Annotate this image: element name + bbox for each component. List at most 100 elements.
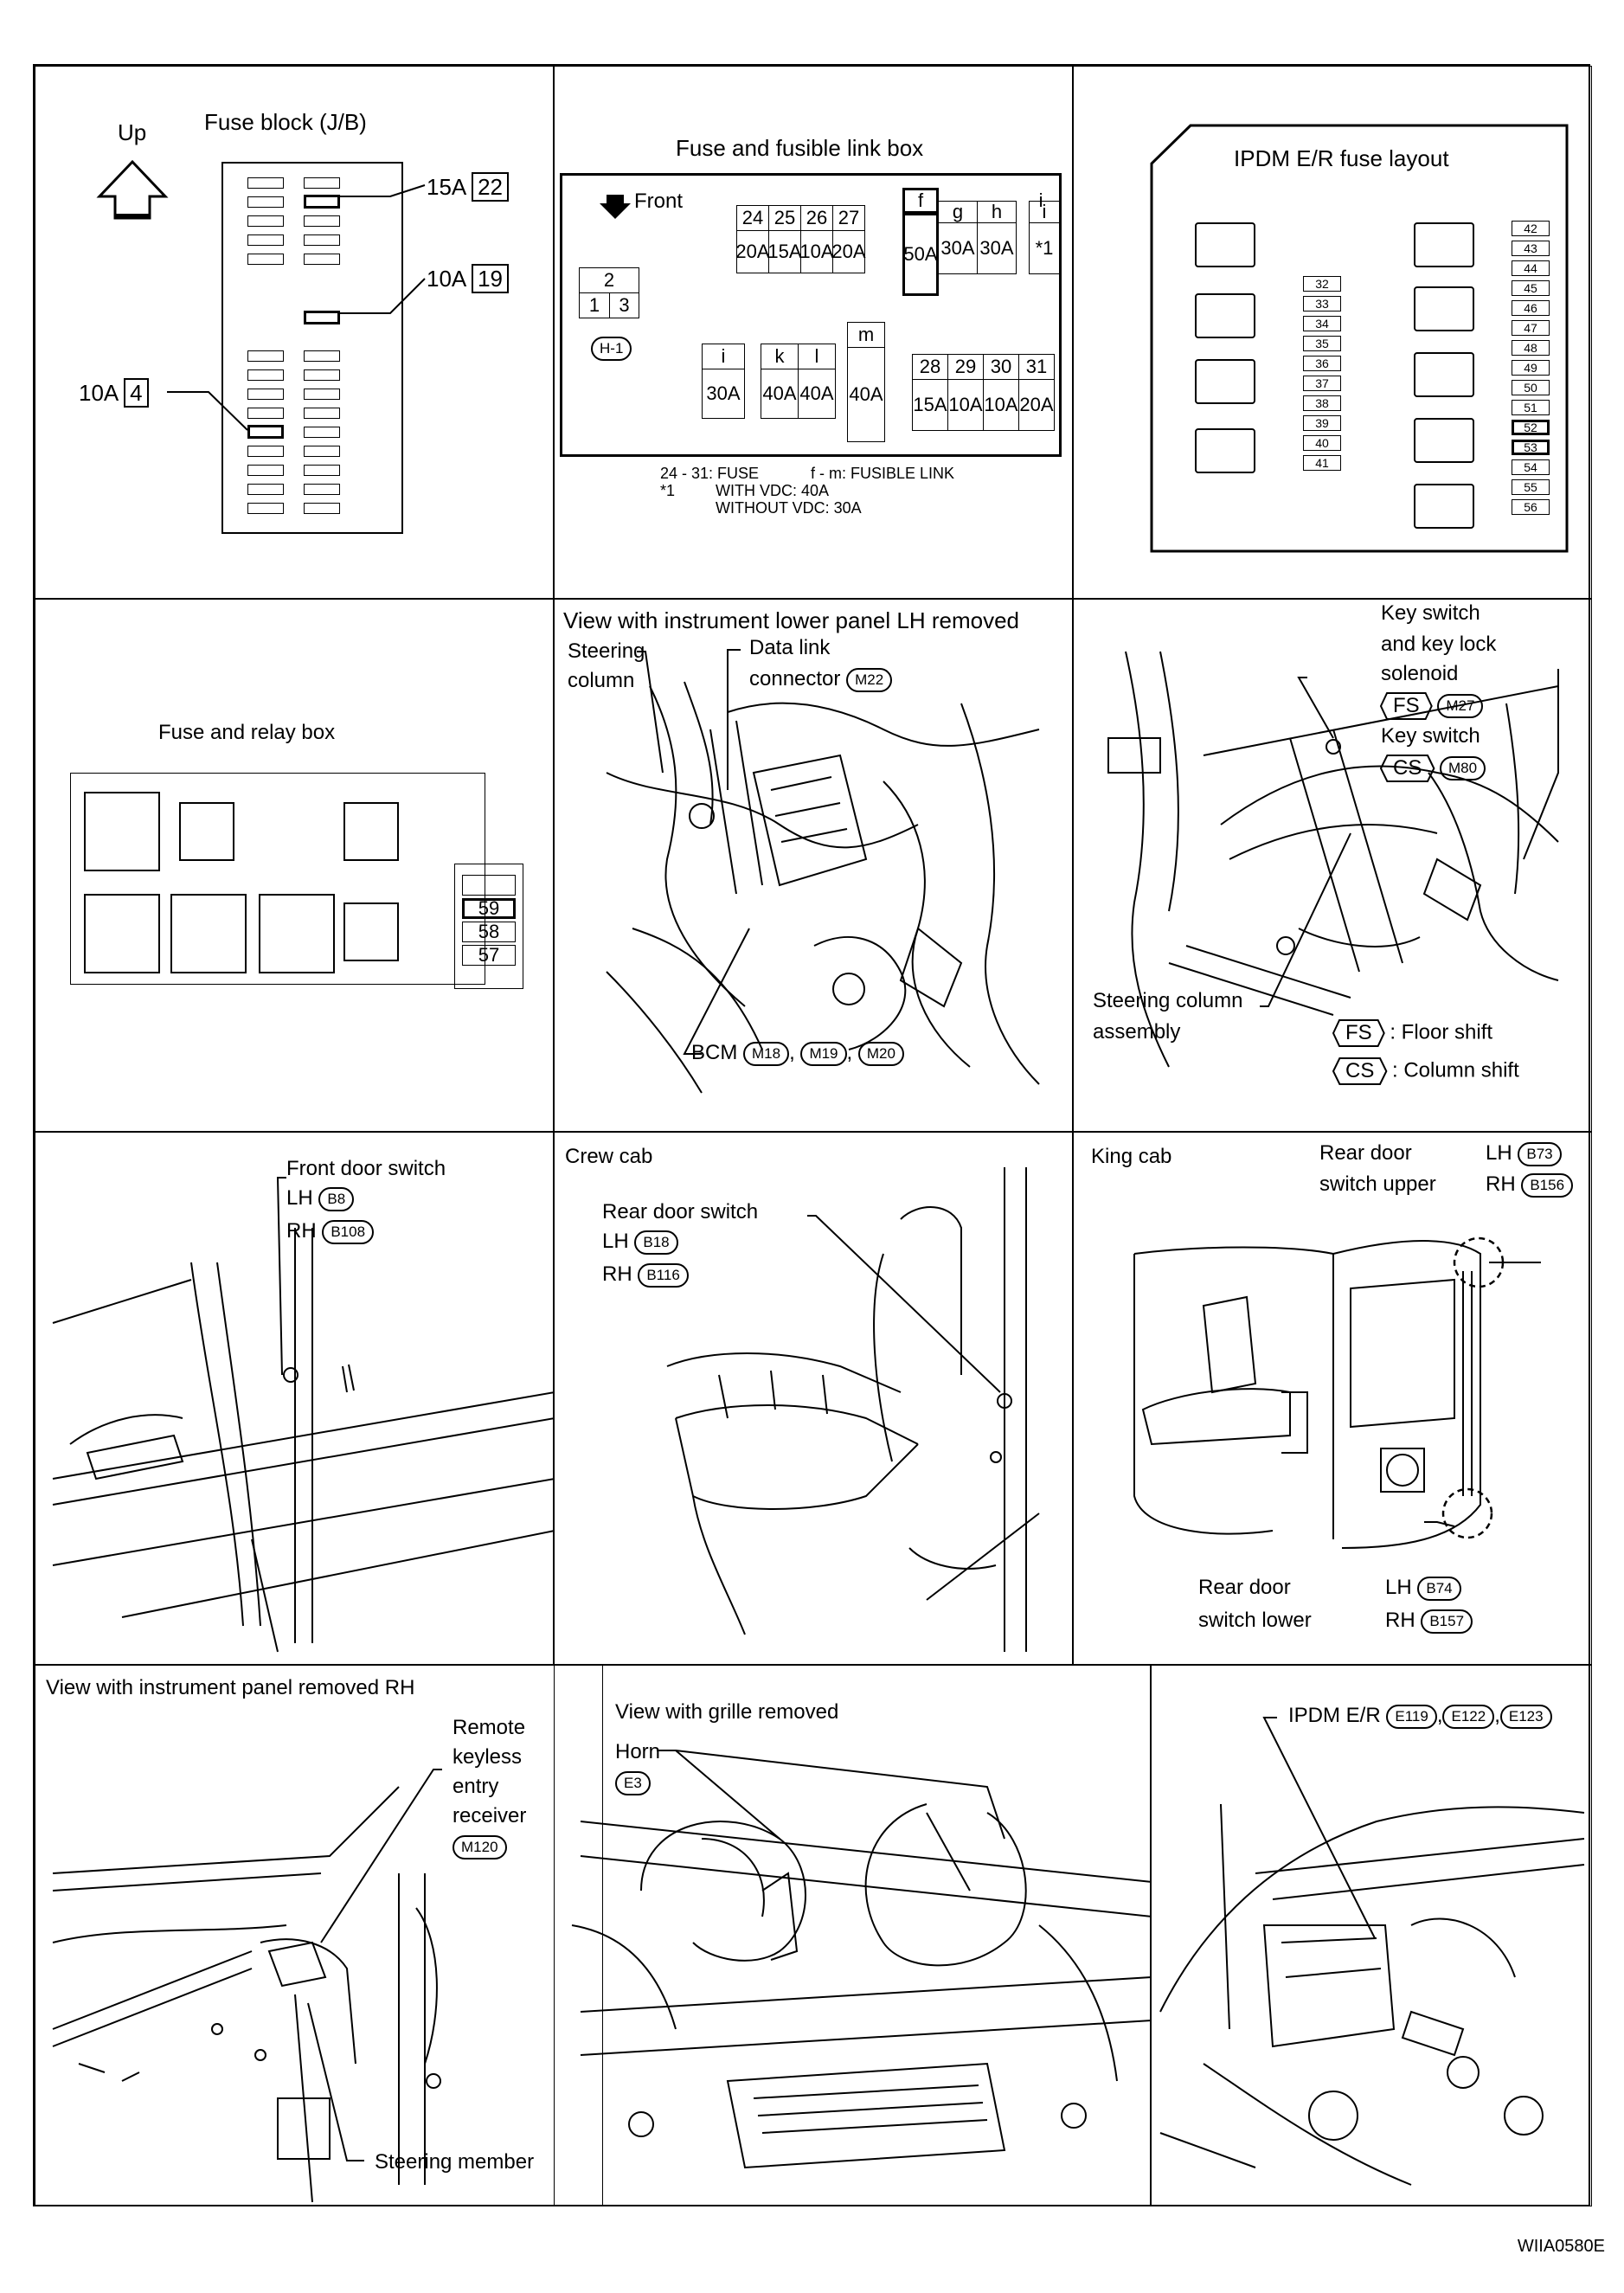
callout-fuse-19: 10A 19 [427,264,509,293]
connector-h1: H-1 [591,337,632,361]
cs-hex-icon: CS [1381,755,1434,781]
lower-label-2: switch lower [1198,1609,1312,1632]
ipdm-callout: IPDM E/R E119,E122,E123 [1288,1704,1552,1729]
steering-column-label-1: Steering [568,639,645,663]
front-door-switch-title: Front door switch [286,1157,446,1180]
link-h-amp: 30A [977,222,1017,274]
fuse-block-outline [221,162,403,534]
upper-lh: LH B73 [1486,1141,1562,1166]
front-door-rh: RH B108 [286,1219,375,1244]
fuse-26-amp: 10A [799,230,834,273]
fuse-31-amp: 20A [1018,379,1055,431]
panel11-title: View with grille removed [615,1700,839,1724]
legend-floor-shift: FS : Floor shift [1333,1020,1492,1046]
fuse-27-num: 27 [832,205,865,231]
link-h-label: h [977,201,1017,223]
link-i-label: i [702,344,745,369]
diagram-grid: Up Fuse block (J/B) [33,64,1592,2206]
panel-crew-cab: Crew cab Rear door switch LH B18 [554,1132,1073,1665]
note-without-vdc: WITHOUT VDC: 30A [716,499,862,517]
fs-callout: FS M27 [1381,693,1484,719]
upper-rh: RH B156 [1486,1172,1574,1198]
steering-member-label: Steering member [375,2150,535,2174]
upper-label-1: Rear door [1319,1141,1412,1165]
dash-harness-illustration [606,649,1040,1094]
front-label: Front [634,189,684,213]
fuse-58: 58 [462,921,516,942]
key-label-3: solenoid [1381,662,1459,685]
link-k-amp: 40A [761,369,799,419]
fuse-26-num: 26 [800,205,833,231]
fuse-relay-box-outline [70,773,485,985]
link-i-amp: 30A [702,369,745,419]
panel-king-cab: King cab Rear door sw [1073,1132,1592,1665]
fuse-29-amp: 10A [947,379,984,431]
link-g-label: g [938,201,978,223]
king-cab-door-illustration [1133,1236,1541,1549]
assembly-label-2: assembly [1093,1020,1181,1044]
note-asterisk: *1 [660,482,676,499]
fuse-25-amp: 15A [767,230,802,273]
fuse-4-slot [247,425,284,439]
panel-fuse-relay-box: Fuse and relay box 59 58 57 [35,599,554,1132]
callout-leaders [167,184,426,431]
fuse-30-num: 30 [983,354,1019,380]
crew-cab-title: Crew cab [565,1145,653,1168]
fuse-22-slot [304,195,340,209]
relay-2: 2 [579,267,639,293]
dlc-label-2: connector M22 [749,667,893,692]
link-g-amp: 30A [938,222,978,274]
fuse-28-amp: 15A [912,379,948,431]
up-label: Up [118,119,147,145]
note-with-vdc: WITH VDC: 40A [716,482,830,499]
fusible-link-box-title: Fuse and fusible link box [676,135,924,161]
callout-fuse-4: 10A 4 [79,378,149,408]
steering-column-label-2: column [568,669,635,692]
fuse-19-slot [304,311,340,324]
key-label-1: Key switch [1381,601,1480,625]
panel-front-door-switch: Front door switch LH B8 RH B108 [35,1132,554,1665]
link-m-amp: 40A [847,347,885,442]
fuse-24-amp: 20A [735,230,770,273]
horn-label: Horn [615,1740,661,1763]
horn-connector: E3 [615,1771,651,1795]
lower-label-1: Rear door [1198,1576,1291,1599]
link-i-top-box-label: i [1029,201,1060,223]
crew-cab-rh: RH B116 [602,1262,689,1288]
link-l-label: l [798,344,836,369]
rear-seat-illustration [666,1167,1040,1652]
lower-rh: RH B157 [1385,1609,1473,1634]
panel-grille-removed: View with grille removed [554,1665,1151,2206]
rke-connector: M120 [453,1835,507,1859]
dlc-connector: M22 [846,667,893,692]
front-arrow-icon [600,195,631,219]
relay-1: 1 [579,292,610,318]
front-door-pillar-illustration [52,1177,553,1653]
steering-member-illustration [52,1769,442,2203]
fs-hex-icon: FS [1333,1020,1384,1046]
link-i-top-value: *1 [1029,222,1060,274]
link-l-amp: 40A [798,369,836,419]
note-link-range: f - m: FUSIBLE LINK [811,465,955,482]
fuse-block-title: Fuse block (J/B) [204,109,367,135]
fs-hex-icon: FS [1381,693,1432,719]
fuse-relay-box-title: Fuse and relay box [158,721,336,744]
fuse-59: 59 [462,897,516,919]
legend-column-shift: CS : Column shift [1333,1058,1519,1084]
ipdm-fuse-52: 52 [1512,420,1550,435]
front-door-lh: LH B8 [286,1186,355,1211]
king-cab-title: King cab [1091,1145,1172,1168]
lower-lh: LH B74 [1385,1576,1461,1601]
assembly-label-1: Steering column [1093,989,1243,1012]
panel10-title: View with instrument panel removed RH [46,1676,415,1699]
bcm-label: BCM M18, M19, M20 [691,1041,904,1066]
fuse-29-num: 29 [947,354,984,380]
panel5-title: View with instrument lower panel LH remo… [563,607,1019,633]
key-label-2: and key lock [1381,633,1497,656]
panel-fusible-link-box: Fuse and fusible link box Front 2 1 3 H-… [554,66,1073,599]
panel-key-switch: Key switch and key lock solenoid FS M27 … [1073,599,1592,1132]
fuse-25-num: 25 [768,205,801,231]
relay-3: 3 [609,292,639,318]
engine-bay-illustration [1159,1717,1585,2186]
horn-illustration [571,1750,1150,2169]
